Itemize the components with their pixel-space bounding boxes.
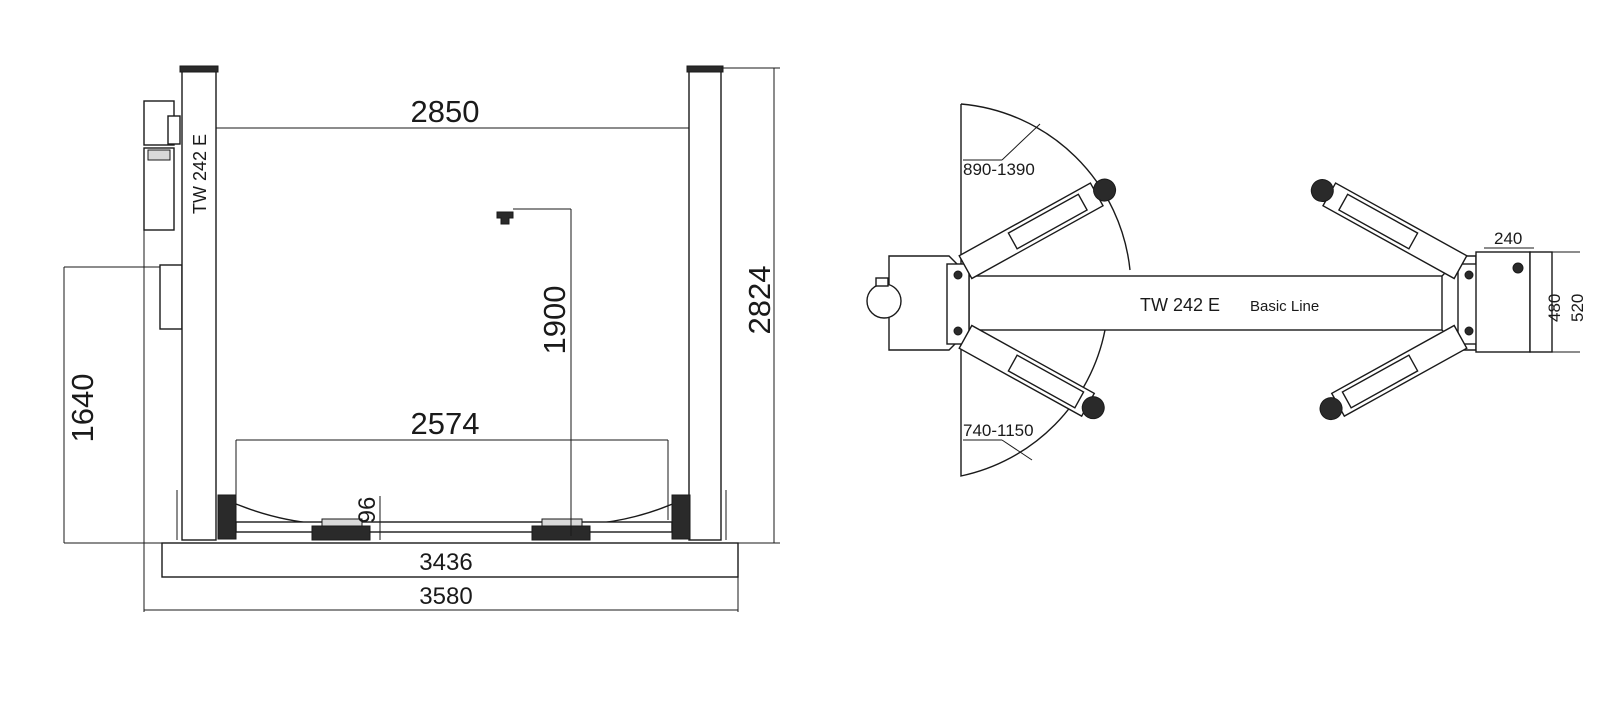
dim-total-height: 2824 xyxy=(742,266,777,335)
height-sensor xyxy=(496,208,572,536)
dim-drive-through: 2574 xyxy=(411,406,480,441)
dimension-lines xyxy=(63,67,780,544)
top-view-line-label: Basic Line xyxy=(1250,298,1319,315)
dim-base-width: 240 xyxy=(1494,229,1522,248)
left-base xyxy=(866,255,970,351)
power-unit xyxy=(143,100,183,330)
base-plate xyxy=(143,230,739,612)
dim-inner-width: 2850 xyxy=(411,94,480,129)
dim-min-height: 96 xyxy=(354,497,381,524)
top-view-model-label: TW 242 E xyxy=(1140,295,1220,315)
dim-width-inner: 3436 xyxy=(419,549,472,576)
lift-arms xyxy=(217,494,691,541)
dim-arm-height: 1900 xyxy=(537,286,572,355)
right-base xyxy=(1441,251,1553,353)
left-column xyxy=(176,65,219,541)
column-label: TW 242 E xyxy=(190,134,210,214)
right-arms xyxy=(1310,179,1468,421)
dim-base-depth-outer: 520 xyxy=(1568,294,1587,322)
arm-swing-arc xyxy=(960,103,1131,477)
dim-base-depth-inner: 480 xyxy=(1545,294,1564,322)
cross-beam xyxy=(967,275,1457,331)
front-view: TW 242 E xyxy=(63,65,780,612)
right-column xyxy=(686,65,727,541)
left-arms xyxy=(958,178,1117,420)
dim-short-arm-reach: 740-1150 xyxy=(963,421,1034,440)
dim-width-total: 3580 xyxy=(419,583,472,610)
dim-side-height: 1640 xyxy=(65,374,100,443)
top-view: TW 242 E Basic Line 890-1390 740-1150 24… xyxy=(866,103,1587,477)
dim-long-arm-reach: 890-1390 xyxy=(963,160,1035,179)
